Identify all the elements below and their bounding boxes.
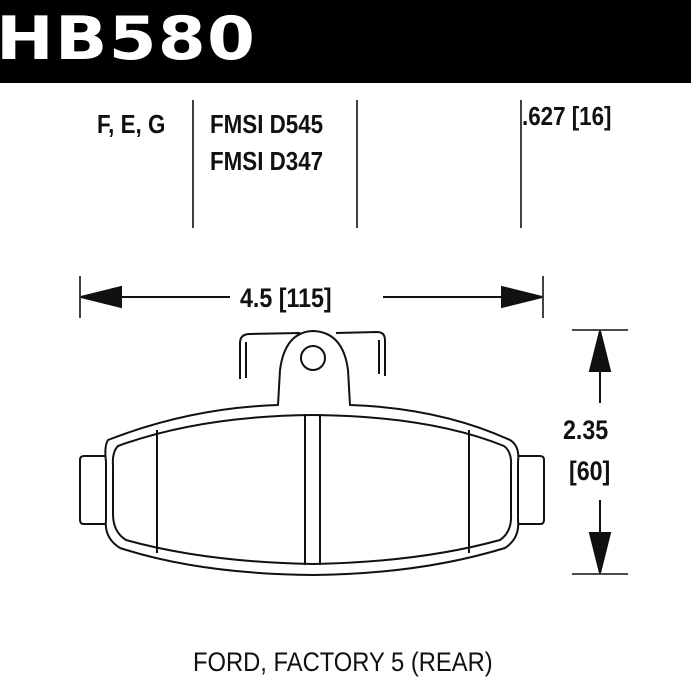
right-ear: [518, 455, 545, 525]
mounting-hole: [300, 345, 326, 371]
height-dimension-mm-label: [60]: [569, 456, 611, 486]
height-arrowhead-top: [588, 330, 612, 372]
header-bar: HB580: [0, 0, 691, 83]
part-number: HB580: [0, 4, 257, 74]
retaining-clip: [239, 331, 386, 379]
compound-grades: F, E, G: [97, 109, 166, 139]
width-dimension-label: 4.5 [115]: [240, 283, 332, 313]
left-ear: [79, 455, 106, 525]
fmsi-secondary: FMSI D347: [210, 146, 324, 176]
thickness-spec: .627 [16]: [522, 101, 612, 131]
friction-material: [111, 414, 513, 565]
fmsi-primary: FMSI D545: [210, 109, 324, 139]
application-caption: FORD, FACTORY 5 (REAR): [193, 647, 493, 677]
width-arrowhead-right: [501, 285, 543, 309]
width-arrowhead-left: [80, 285, 122, 309]
backing-plate: [104, 330, 520, 576]
height-arrowhead-bottom: [588, 532, 612, 574]
height-dimension-label: 2.35: [563, 415, 609, 445]
